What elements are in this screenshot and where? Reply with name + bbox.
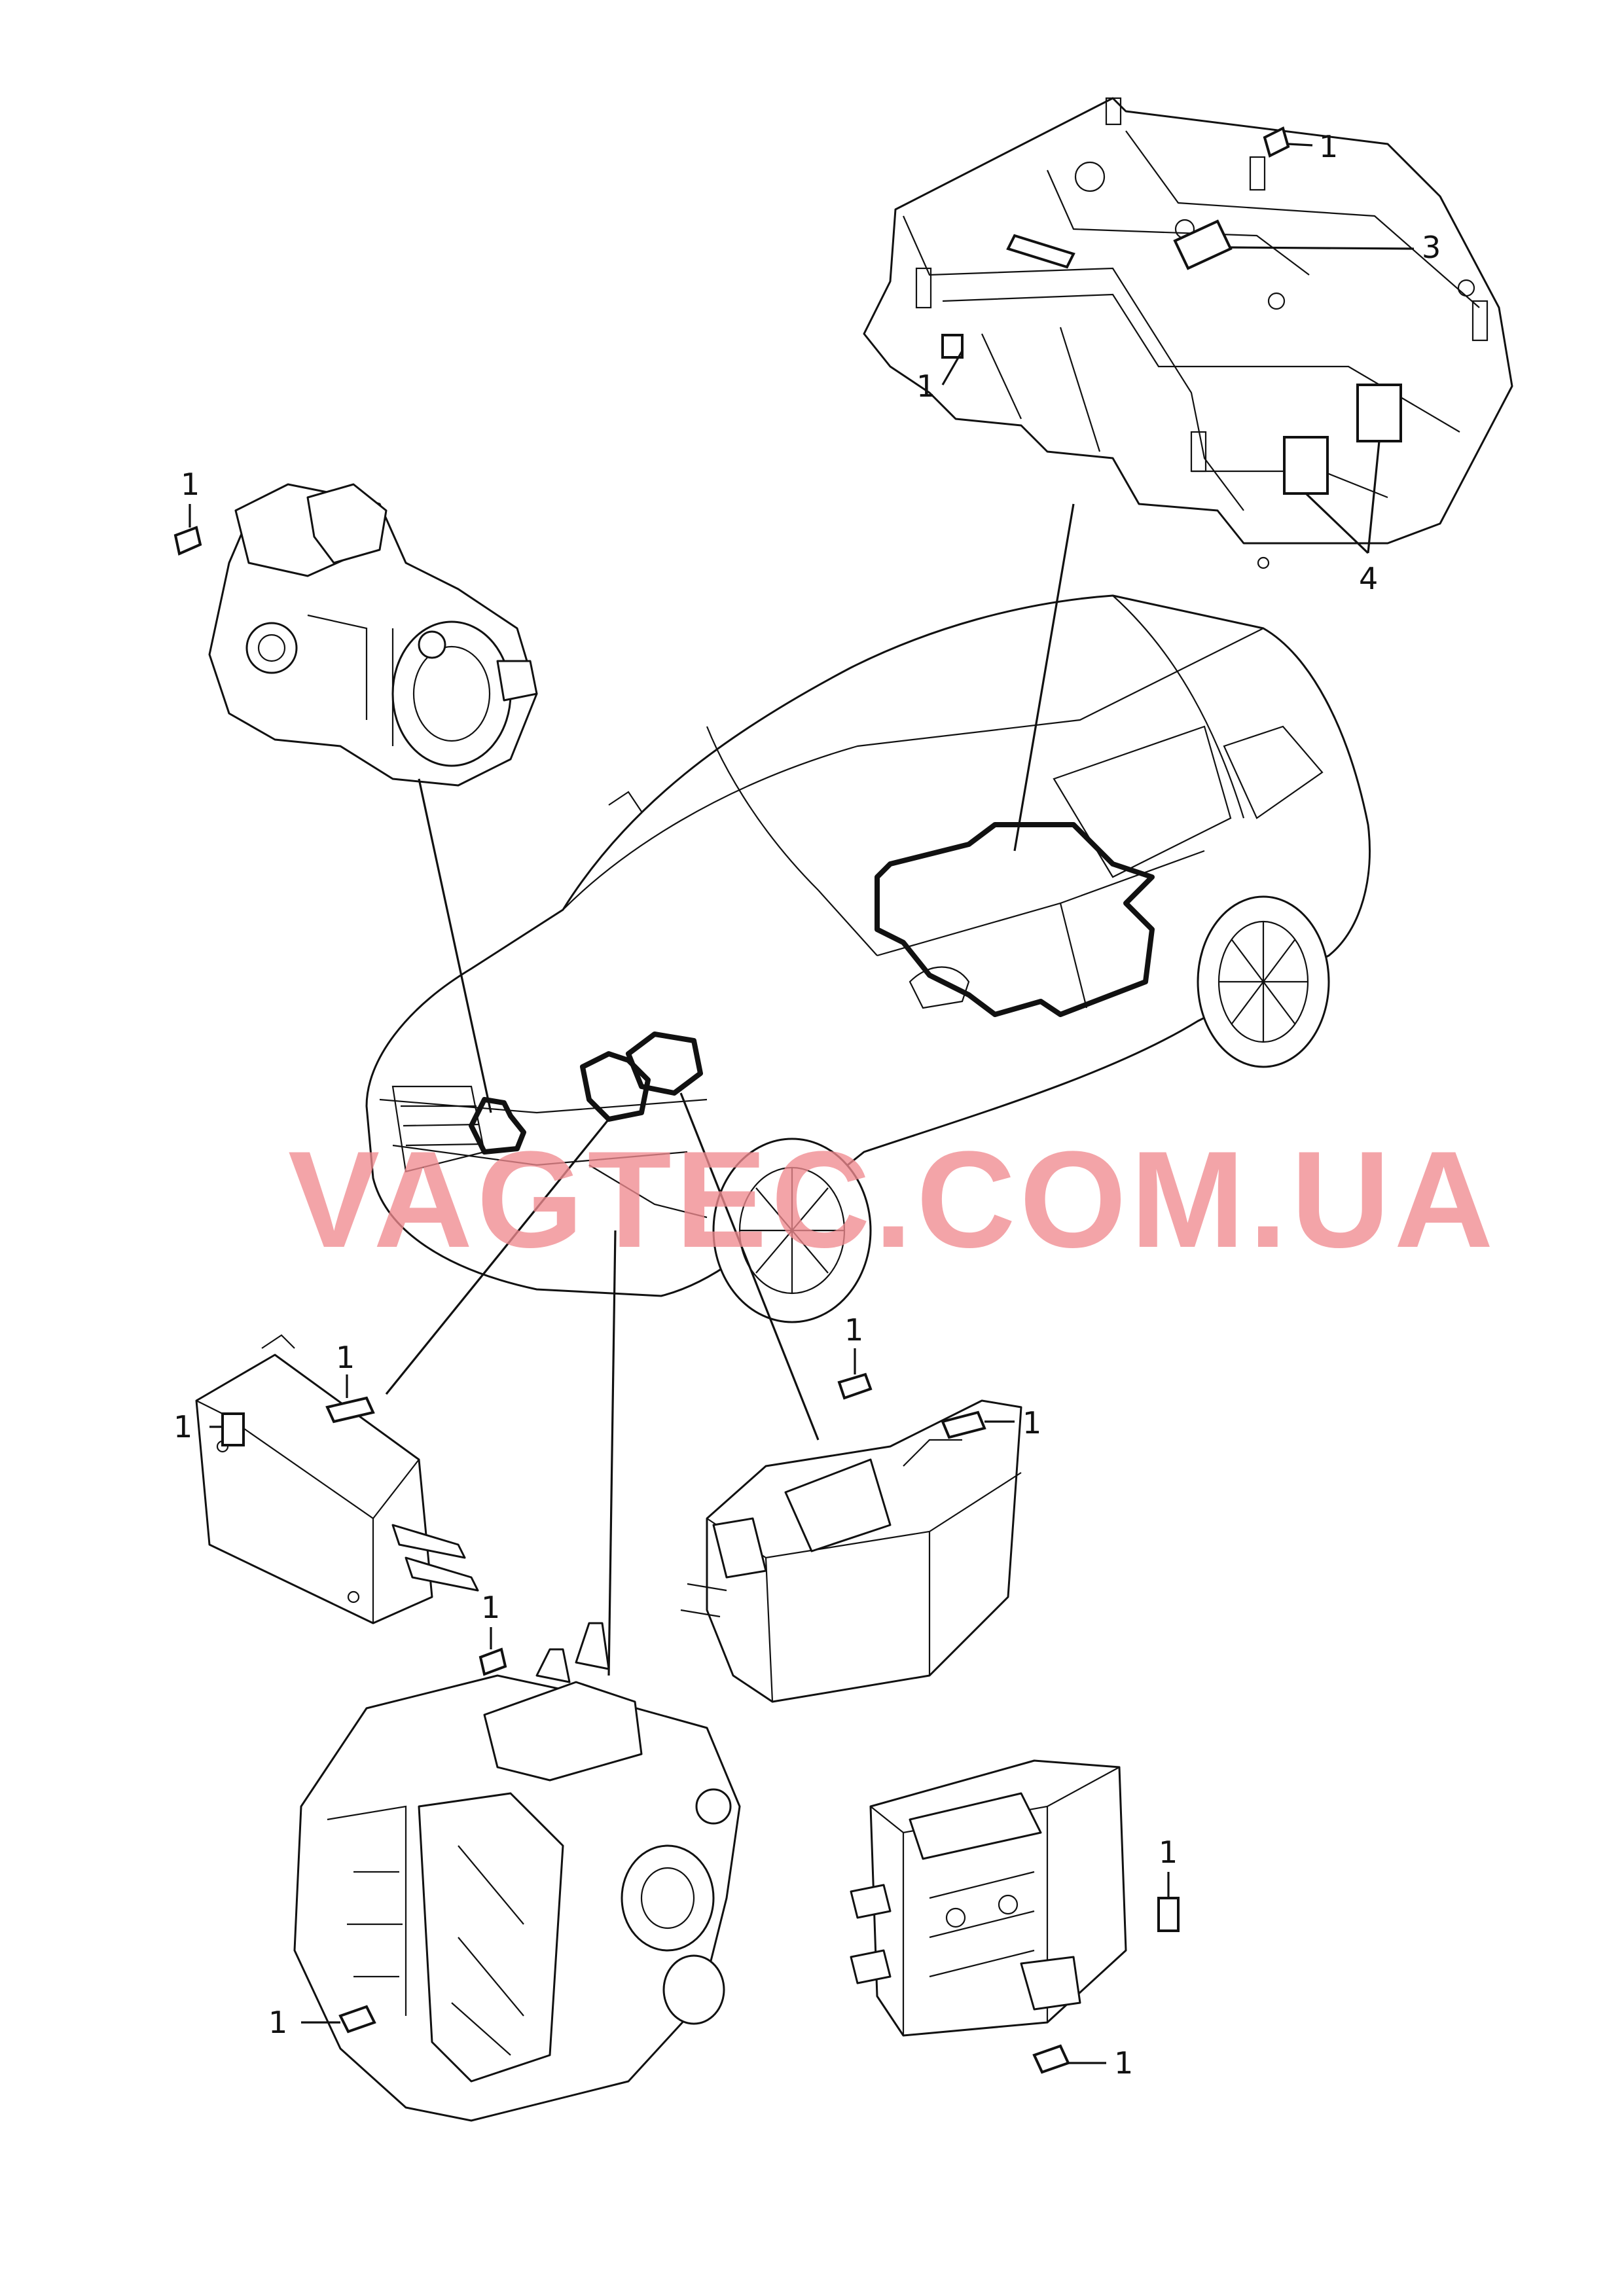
callout-4: 4 (1359, 561, 1378, 596)
callout-1-heater-bottom: 1 (1114, 2045, 1133, 2081)
callout-1-heater-right: 1 (1159, 1835, 1178, 1870)
callout-1-charger-right: 1 (1022, 1405, 1041, 1441)
charger-outline-in-car (626, 1031, 703, 1096)
compressor-drawing (173, 483, 538, 787)
callout-1-transmission-top: 1 (481, 1590, 500, 1625)
callout-3: 3 (1422, 230, 1441, 265)
callout-1-transmission-bottom: 1 (268, 2005, 287, 2040)
charger-drawing (680, 1372, 1022, 1703)
transmission-tag-1-bottom (338, 2005, 376, 2034)
inverter-drawing (195, 1334, 479, 1624)
battery-outline-in-car (875, 822, 1155, 1017)
callout-1-battery-top: 1 (1319, 129, 1338, 164)
callout-1-compressor: 1 (181, 467, 200, 502)
heater-tag-1-right (1157, 1897, 1180, 1932)
battery-tag-3 (1173, 219, 1233, 270)
leader-lines (189, 143, 1415, 2064)
callout-1-charger-top: 1 (844, 1312, 863, 1348)
transmission-drawing (293, 1622, 741, 2122)
callout-1-inverter-top: 1 (336, 1340, 355, 1375)
battery-drawing (863, 97, 1513, 569)
inverter-tag-1-left (221, 1412, 245, 1446)
inverter-tag-1-top (325, 1396, 375, 1424)
battery-tag-1-left (941, 334, 964, 359)
compressor-tag-1 (173, 526, 202, 556)
callout-1-battery-left: 1 (916, 368, 935, 404)
charger-tag-1-top (837, 1372, 873, 1400)
callout-1-inverter-left: 1 (173, 1409, 192, 1444)
battery-tag-1-top (1263, 126, 1290, 158)
heater-tag-1-bottom (1032, 2044, 1070, 2074)
battery-tag-4b (1356, 384, 1402, 442)
callouts: 1 3 1 4 1 1 1 1 1 1 1 1 1 (173, 129, 1441, 2081)
watermark-text: VAGTEC.COM.UA (288, 1122, 1497, 1276)
charger-tag-1-right (941, 1410, 986, 1439)
inverter-outline-in-car (580, 1051, 651, 1122)
transmission-tag-1-top (478, 1647, 507, 1676)
battery-tag-small-left-top (1006, 234, 1075, 269)
battery-tag-4a (1283, 436, 1329, 495)
heater-drawing (850, 1759, 1180, 2074)
